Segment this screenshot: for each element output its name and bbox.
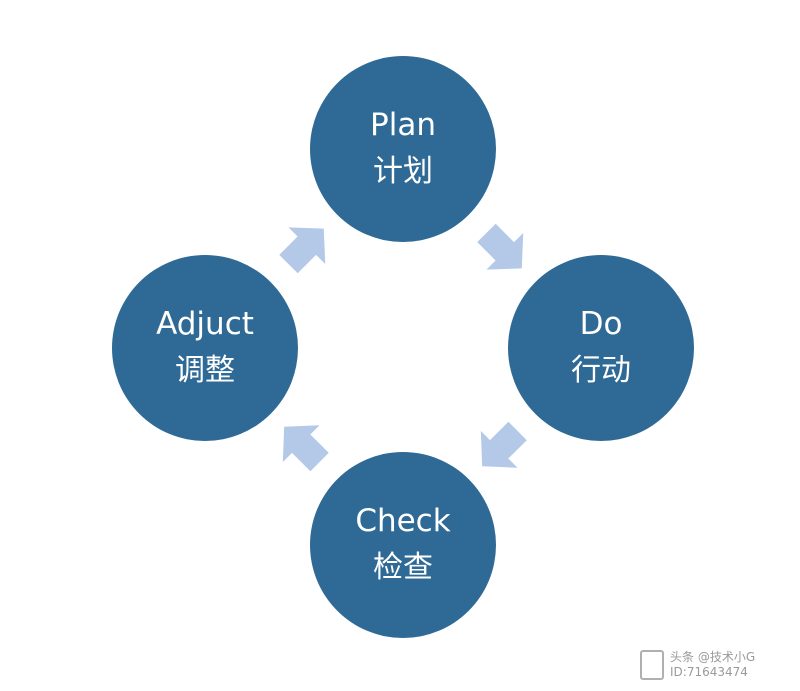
plan-label-zh: 计划	[373, 154, 433, 189]
arrow-plan-to-do	[477, 223, 524, 270]
watermark: 头条 @技术小G ID:71643474	[640, 648, 796, 688]
adjust-node: Adjuct 调整	[112, 255, 298, 441]
arrow-do-to-check	[480, 421, 527, 468]
adjust-label: Adjuct	[156, 306, 254, 342]
watermark-line2: ID:71643474	[670, 665, 748, 679]
plan-node: Plan 计划	[310, 56, 496, 242]
do-node: Do 行动	[508, 255, 694, 441]
do-label: Do	[579, 306, 623, 342]
check-node: Check 检查	[310, 452, 496, 638]
do-label-zh: 行动	[571, 353, 631, 388]
check-label: Check	[355, 503, 451, 539]
watermark-text: 头条 @技术小G ID:71643474	[670, 650, 755, 680]
arrow-adjust-to-plan	[279, 227, 326, 274]
watermark-line1: 头条 @技术小G	[670, 650, 756, 664]
check-label-zh: 检查	[373, 550, 433, 585]
plan-label: Plan	[370, 107, 436, 143]
watermark-logo-icon	[640, 650, 664, 680]
arrow-check-to-adjust	[282, 425, 329, 472]
adjust-label-zh: 调整	[175, 353, 235, 388]
